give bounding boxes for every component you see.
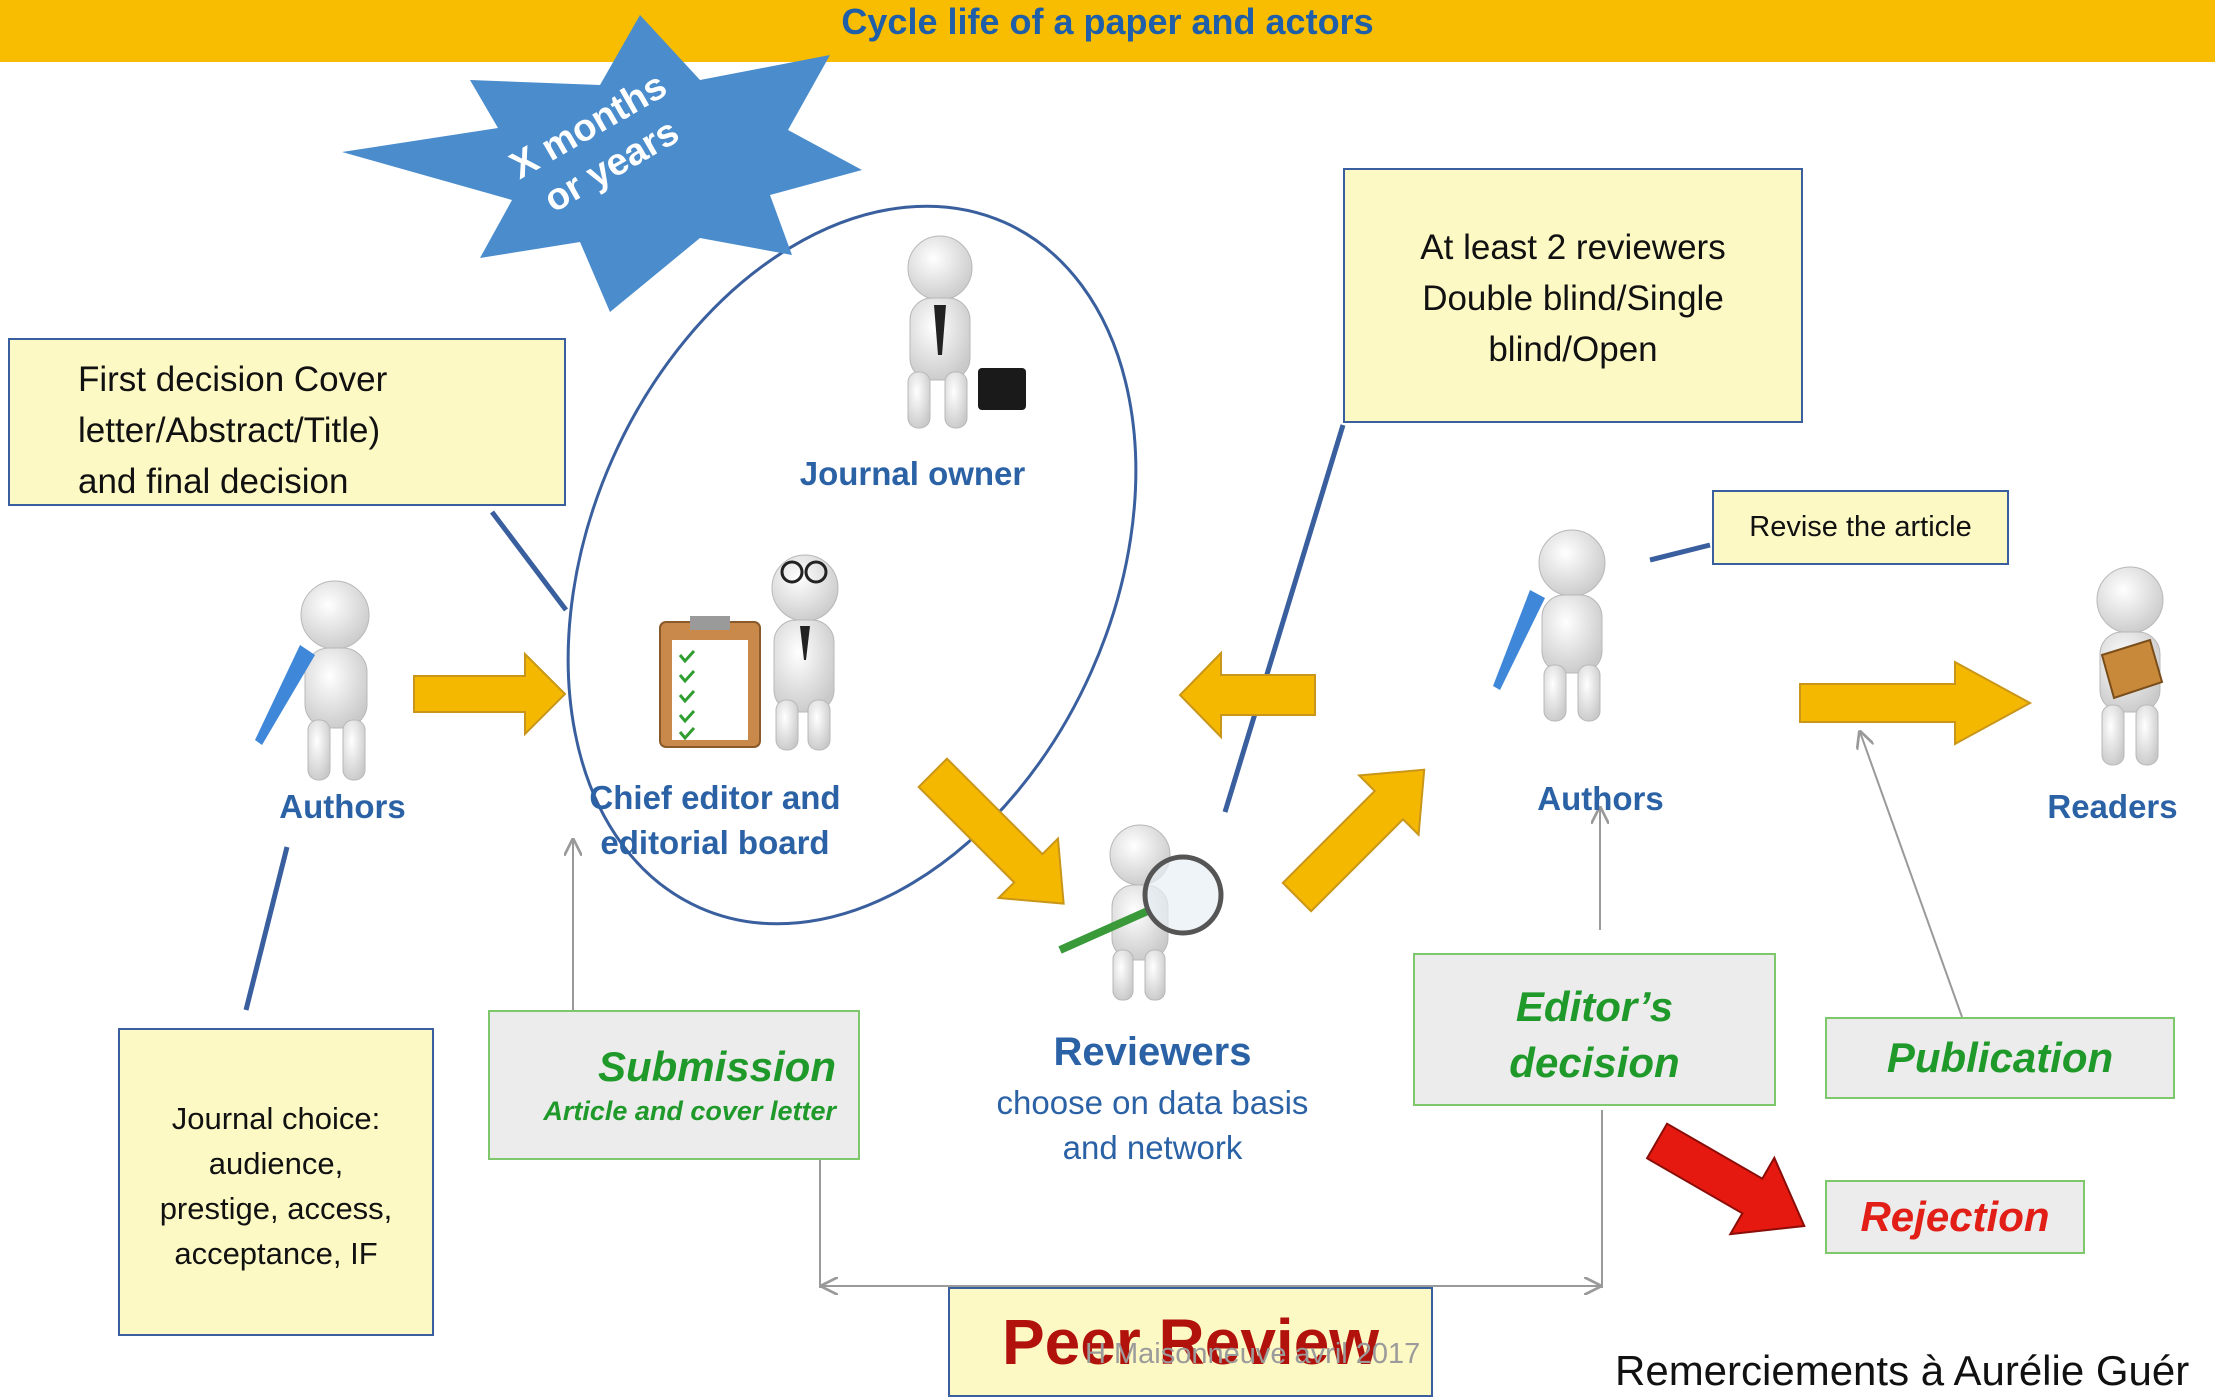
note-reviewers-line-1: At least 2 reviewers (1420, 228, 1726, 267)
label-chief-editor-line-2: editorial board (600, 824, 830, 861)
page-title: Cycle life of a paper and actors (841, 1, 1374, 42)
connector-revise (1649, 542, 1711, 563)
stage-submission: Submission Article and cover letter (488, 1010, 860, 1160)
note-first-decision-line-3: and final decision (78, 462, 349, 501)
stage-submission-subtitle: Article and cover letter (543, 1096, 836, 1126)
arrow-editor-to-reviewers (917, 757, 1065, 905)
label-authors-left: Authors (279, 788, 406, 825)
stage-rejection-title: Rejection (1860, 1193, 2050, 1240)
note-reviewers-line-3: blind/Open (1488, 330, 1658, 369)
label-reviewers: Reviewers (1053, 1030, 1252, 1074)
note-journal-line-3: prestige, access, (159, 1191, 393, 1226)
stage-publication-title: Publication (1886, 1034, 2114, 1081)
note-journal-line-4: acceptance, IF (174, 1236, 378, 1271)
reviewer-figure (1058, 824, 1224, 1001)
label-reviewers-sub-line-2: and network (1062, 1129, 1243, 1166)
stage-editors-decision: Editor’s decision (1413, 953, 1776, 1106)
note-first-decision-line-2: letter/Abstract/Title) (78, 411, 381, 450)
note-revise-text: Revise the article (1749, 511, 1972, 543)
footer-thanks: Remerciements à Aurélie Guér (1615, 1347, 2190, 1394)
connector-reviewers-count (1222, 424, 1346, 813)
note-revise: Revise the article (1712, 490, 2009, 565)
peer-review-box: Peer Review (948, 1287, 1433, 1397)
peer-review-title: Peer Review (1001, 1306, 1380, 1378)
arrow-authors-to-editor (413, 651, 567, 737)
label-readers: Readers (2047, 788, 2178, 825)
note-reviewers-line-2: Double blind/Single (1422, 279, 1724, 318)
stage-editors-decision-line-1: Editor’s (1515, 983, 1674, 1030)
stage-rejection: Rejection (1825, 1180, 2085, 1254)
arrow-to-rejection (1645, 1122, 1806, 1236)
stage-publication: Publication (1825, 1017, 2175, 1099)
note-reviewers-count: At least 2 reviewers Double blind/Single… (1343, 168, 1803, 423)
chief-editor-figure (659, 554, 839, 751)
connector-journal-choice (243, 846, 290, 1011)
title-banner (0, 0, 2215, 62)
thin-arrow-publication (1860, 732, 1963, 1018)
author-figure-right (1493, 529, 1606, 722)
arrow-reviewers-to-authors (1281, 768, 1426, 913)
note-journal-line-1: Journal choice: (171, 1101, 381, 1136)
label-chief-editor: Chief editor and editorial board (570, 775, 860, 865)
journal-owner-figure (907, 235, 1026, 429)
label-journal-owner: Journal owner (799, 455, 1026, 492)
note-first-decision-line-1: First decision Cover (78, 360, 388, 399)
label-reviewers-sub: choose on data basis and network (960, 1080, 1345, 1170)
editorial-ellipse (566, 204, 1138, 926)
note-journal-line-2: audience, (208, 1146, 344, 1181)
footer-credit: H Maisonneuve avril 2017 (1085, 1338, 1421, 1370)
author-figure-left (255, 580, 370, 781)
label-authors-right: Authors (1537, 780, 1664, 817)
stage-submission-title: Submission (597, 1043, 836, 1090)
note-first-decision: First decision Cover letter/Abstract/Tit… (8, 338, 566, 506)
time-starburst (342, 15, 862, 312)
label-reviewers-sub-line-1: choose on data basis (996, 1084, 1309, 1121)
arrow-back-to-editor (1178, 650, 1316, 740)
note-journal-choice: Journal choice: audience, prestige, acce… (118, 1028, 434, 1336)
label-chief-editor-line-1: Chief editor and (589, 779, 841, 816)
arrow-authors-to-readers (1799, 660, 2033, 746)
stage-editors-decision-line-2: decision (1509, 1039, 1680, 1086)
reader-figure (2096, 566, 2164, 766)
connector-first-decision (490, 510, 568, 612)
